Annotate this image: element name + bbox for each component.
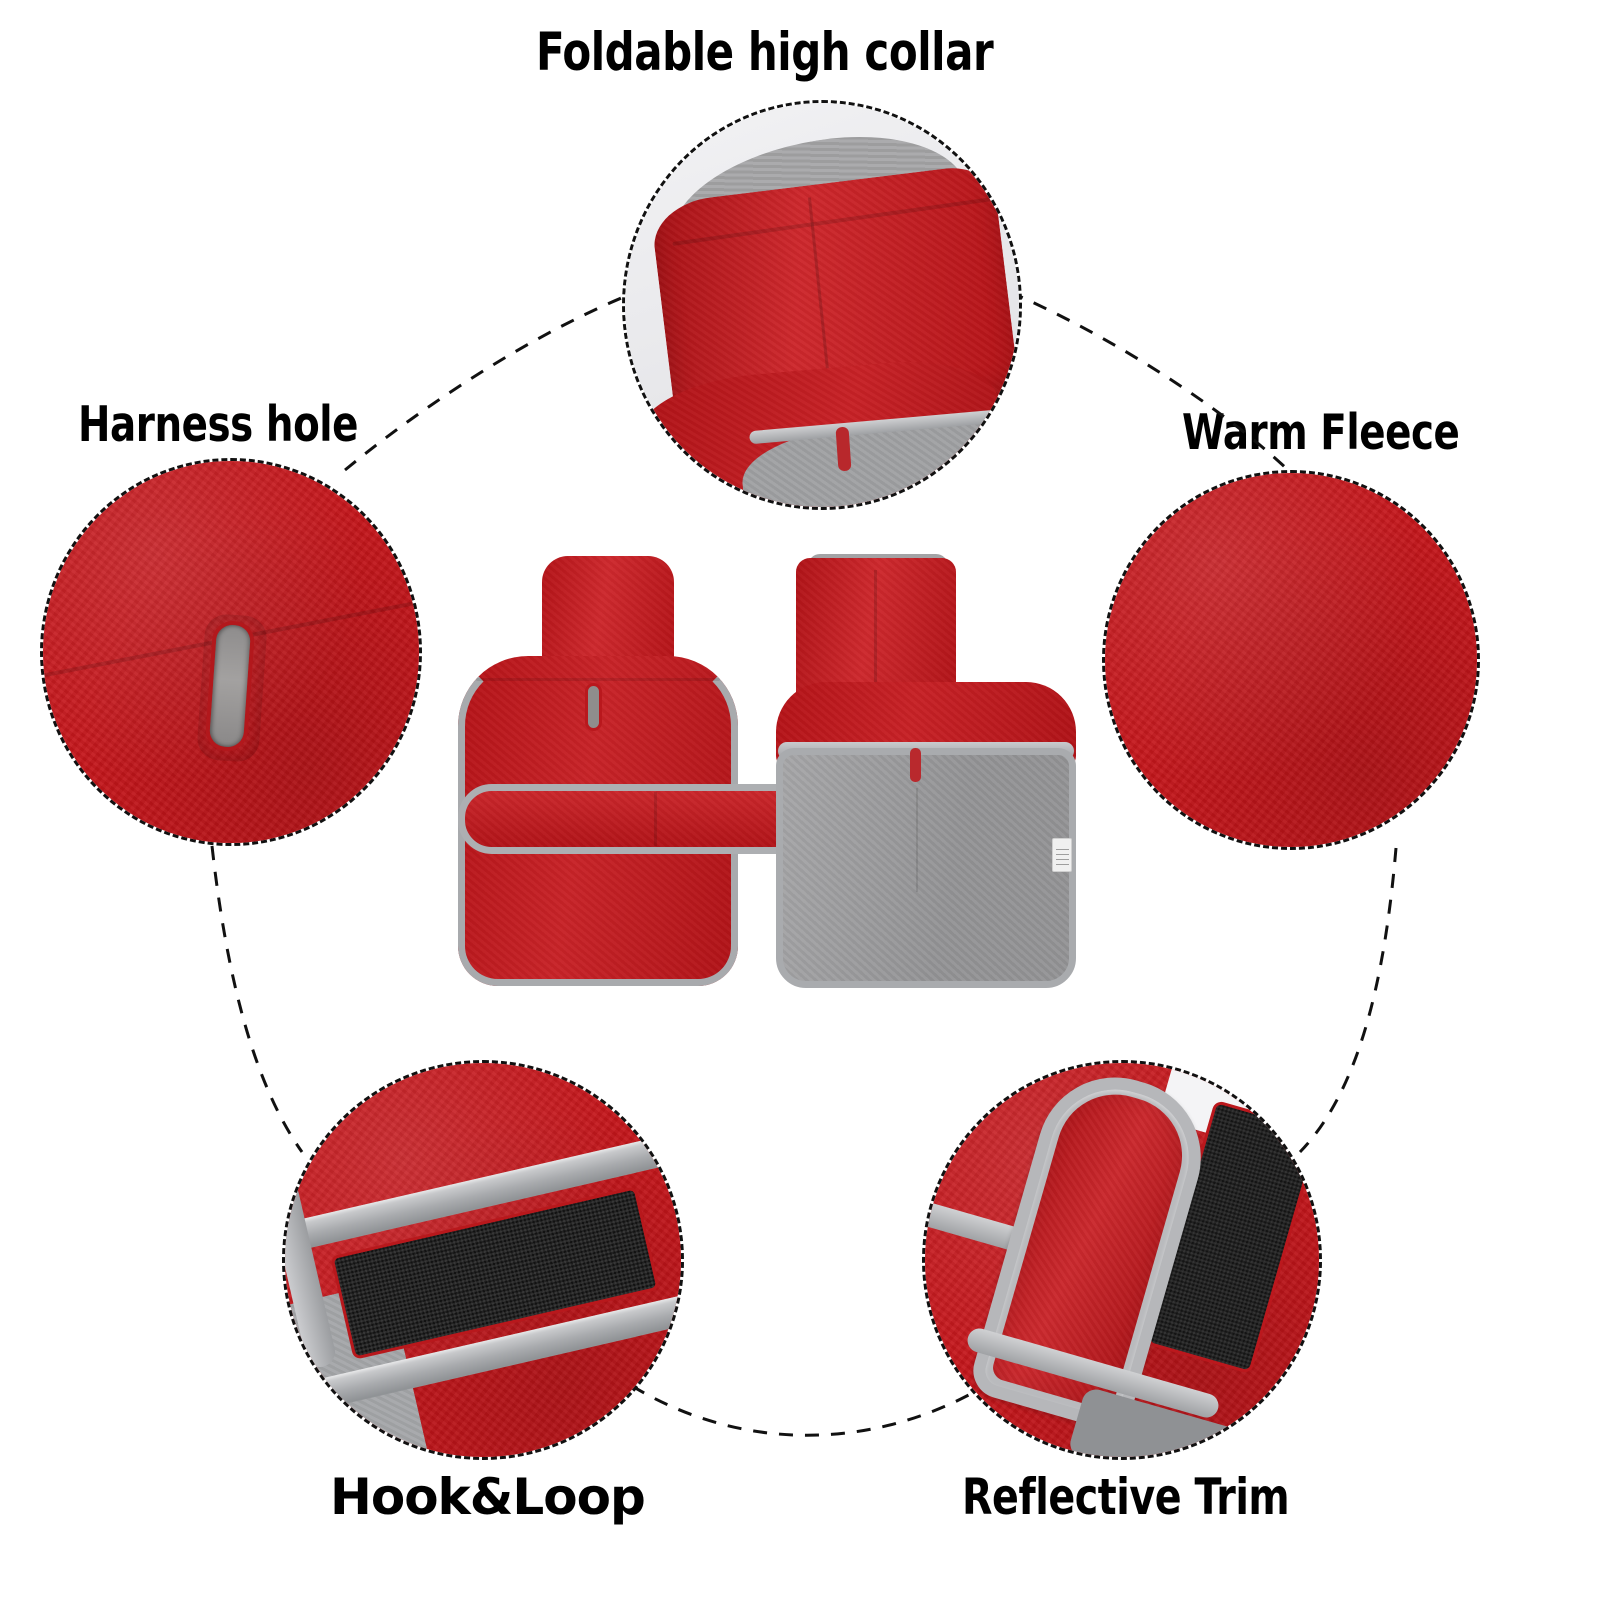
collar-center-seam	[874, 570, 877, 720]
strap-seam	[654, 792, 657, 846]
feature-bubble-foldable-high-collar[interactable]	[622, 100, 1022, 510]
feature-bubble-warm-fleece[interactable]	[1102, 470, 1480, 850]
red-fleece-texture	[43, 461, 419, 843]
warm-fleece-photo	[1105, 473, 1477, 847]
hook-and-loop-photo	[285, 1063, 681, 1457]
care-label-tag	[1052, 838, 1072, 872]
harness-hole-photo	[43, 461, 419, 843]
feature-bubble-hook-and-loop[interactable]	[282, 1060, 684, 1460]
vest-lining-view	[776, 552, 1098, 994]
product-photo[interactable]	[448, 552, 1108, 1022]
feature-bubble-harness-hole[interactable]	[40, 458, 422, 846]
feature-bubble-reflective-trim[interactable]	[922, 1060, 1322, 1460]
feature-label-harness-hole: Harness hole	[78, 396, 359, 453]
vest-gray-lining	[776, 748, 1076, 988]
feature-label-warm-fleece: Warm Fleece	[1182, 404, 1460, 461]
collar-photo	[625, 103, 1019, 507]
lining-seam	[916, 788, 918, 892]
vest-shoulder-seam	[476, 678, 720, 681]
vest-harness-hole	[588, 686, 599, 728]
vest-front-view	[456, 552, 756, 992]
red-fleece-texture	[1105, 473, 1477, 847]
feature-label-hook-and-loop: Hook&Loop	[330, 1468, 646, 1526]
hanging-loop-tab	[910, 748, 921, 782]
feature-label-reflective-trim: Reflective Trim	[962, 1468, 1290, 1526]
reflective-trim-photo	[925, 1063, 1319, 1457]
feature-label-foldable-high-collar: Foldable high collar	[536, 22, 994, 83]
